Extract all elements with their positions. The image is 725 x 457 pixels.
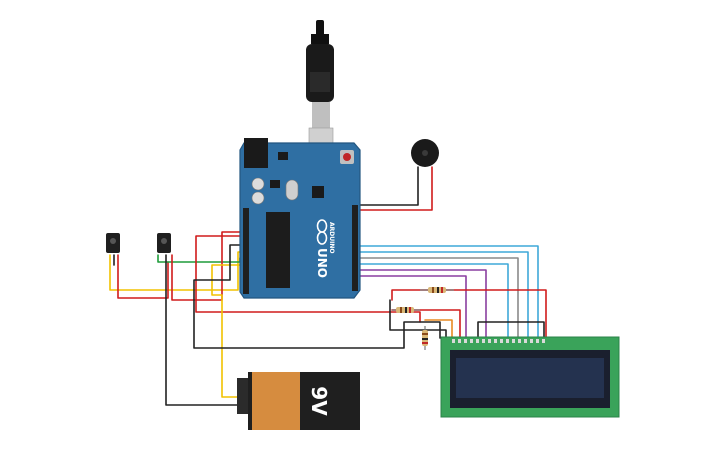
- lcd-pin[interactable]: [458, 339, 461, 343]
- resistor-icon[interactable]: [392, 307, 420, 313]
- wire-sensor1-red[interactable]: [117, 254, 169, 299]
- battery-label: 9V: [307, 386, 331, 416]
- ir-sensor-icon[interactable]: [106, 233, 120, 253]
- wire-lcd-red-top[interactable]: [391, 289, 547, 339]
- lcd-pin[interactable]: [470, 339, 473, 343]
- arduino-model-label: UNO: [315, 248, 329, 278]
- wire-lcd-black-top[interactable]: [477, 321, 545, 339]
- wire-d-blue1[interactable]: [357, 245, 539, 339]
- arduino-brand-label: ARDUINO: [328, 222, 335, 253]
- resistor-icon[interactable]: [422, 326, 428, 350]
- piezo-buzzer-icon[interactable]: [411, 139, 439, 167]
- wire-power-red[interactable]: [195, 235, 421, 323]
- lcd-pin[interactable]: [500, 339, 503, 343]
- wire-gnd-black[interactable]: [193, 244, 441, 349]
- lcd-pin[interactable]: [476, 339, 479, 343]
- lcd-pin[interactable]: [530, 339, 533, 343]
- lcd-pin[interactable]: [488, 339, 491, 343]
- ir-sensor-icon[interactable]: [157, 233, 171, 253]
- wire-d-purple1[interactable]: [357, 269, 487, 339]
- lcd-pin[interactable]: [542, 339, 545, 343]
- lcd-pin[interactable]: [452, 339, 455, 343]
- wire-d-gray[interactable]: [357, 257, 519, 339]
- wire-d-blue3[interactable]: [357, 263, 509, 339]
- lcd-pin[interactable]: [518, 339, 521, 343]
- wire-d-purple2[interactable]: [357, 275, 467, 339]
- lcd-pin[interactable]: [524, 339, 527, 343]
- wire-sensor1-yellow[interactable]: [109, 251, 249, 291]
- lcd-pin[interactable]: [536, 339, 539, 343]
- wire-buzzer-black[interactable]: [357, 166, 419, 206]
- arduino-logo-icon: [316, 219, 328, 245]
- lcd-pin[interactable]: [464, 339, 467, 343]
- battery-icon[interactable]: 9V: [237, 372, 360, 430]
- wire-lcd-orange[interactable]: [424, 319, 453, 339]
- resistor-icon[interactable]: [420, 287, 454, 293]
- wire-sensor2-black[interactable]: [165, 254, 239, 406]
- lcd-16x2-icon[interactable]: [440, 336, 620, 418]
- wire-power-yellow[interactable]: [211, 264, 249, 398]
- wire-d-blue2[interactable]: [357, 251, 529, 339]
- wire-lcd-black2[interactable]: [389, 299, 447, 339]
- lcd-pin[interactable]: [494, 339, 497, 343]
- lcd-pin[interactable]: [506, 339, 509, 343]
- lcd-pin[interactable]: [512, 339, 515, 343]
- wire-buzzer-red[interactable]: [357, 166, 433, 211]
- lcd-pin[interactable]: [482, 339, 485, 343]
- arduino-uno-board[interactable]: ARDUINO UNO: [239, 138, 361, 299]
